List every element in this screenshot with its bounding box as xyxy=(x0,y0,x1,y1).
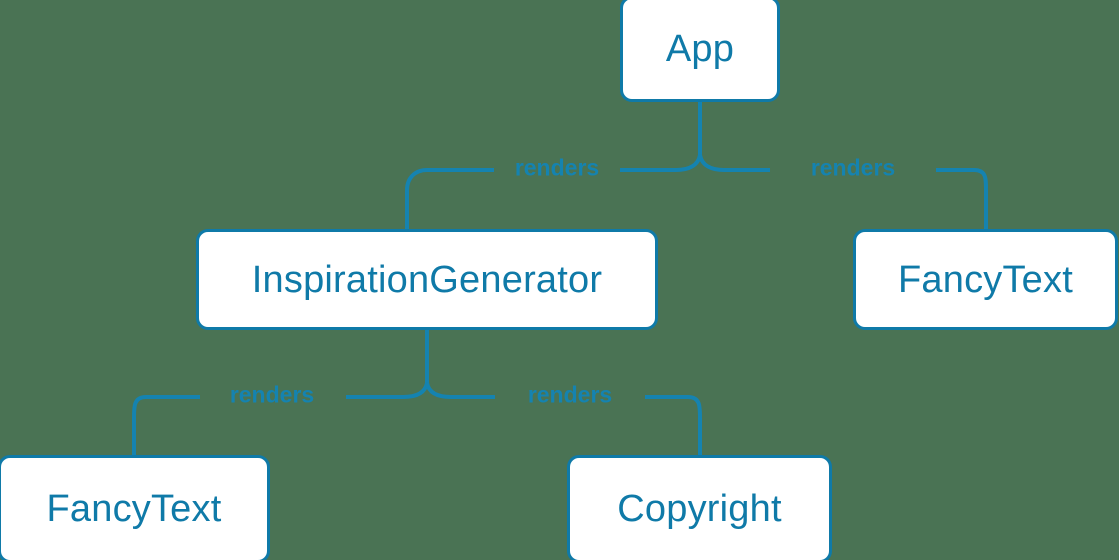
edge-label-app-to-inspirationgenerator: renders xyxy=(514,154,600,181)
node-app-label: App xyxy=(665,28,735,70)
node-copyright[interactable]: Copyright xyxy=(567,455,832,560)
node-fancytext-left[interactable]: FancyText xyxy=(0,455,270,560)
edge-label-app-to-fancytext: renders xyxy=(810,154,896,181)
edge-app-to-fancytext-right xyxy=(698,154,988,229)
edge-label-inspirationgenerator-to-fancytext: renders xyxy=(229,381,315,408)
node-copyright-label: Copyright xyxy=(617,488,782,530)
node-fancytext-right[interactable]: FancyText xyxy=(853,229,1118,330)
node-fancytext-right-label: FancyText xyxy=(898,258,1073,301)
node-inspirationgenerator-label: InspirationGenerator xyxy=(251,258,603,301)
node-inspirationgenerator[interactable]: InspirationGenerator xyxy=(196,229,658,330)
node-fancytext-left-label: FancyText xyxy=(46,488,222,530)
edge-inspirationgenerator-to-copyright xyxy=(425,382,702,455)
node-app[interactable]: App xyxy=(620,0,780,102)
edge-label-inspirationgenerator-to-copyright: renders xyxy=(527,381,613,408)
